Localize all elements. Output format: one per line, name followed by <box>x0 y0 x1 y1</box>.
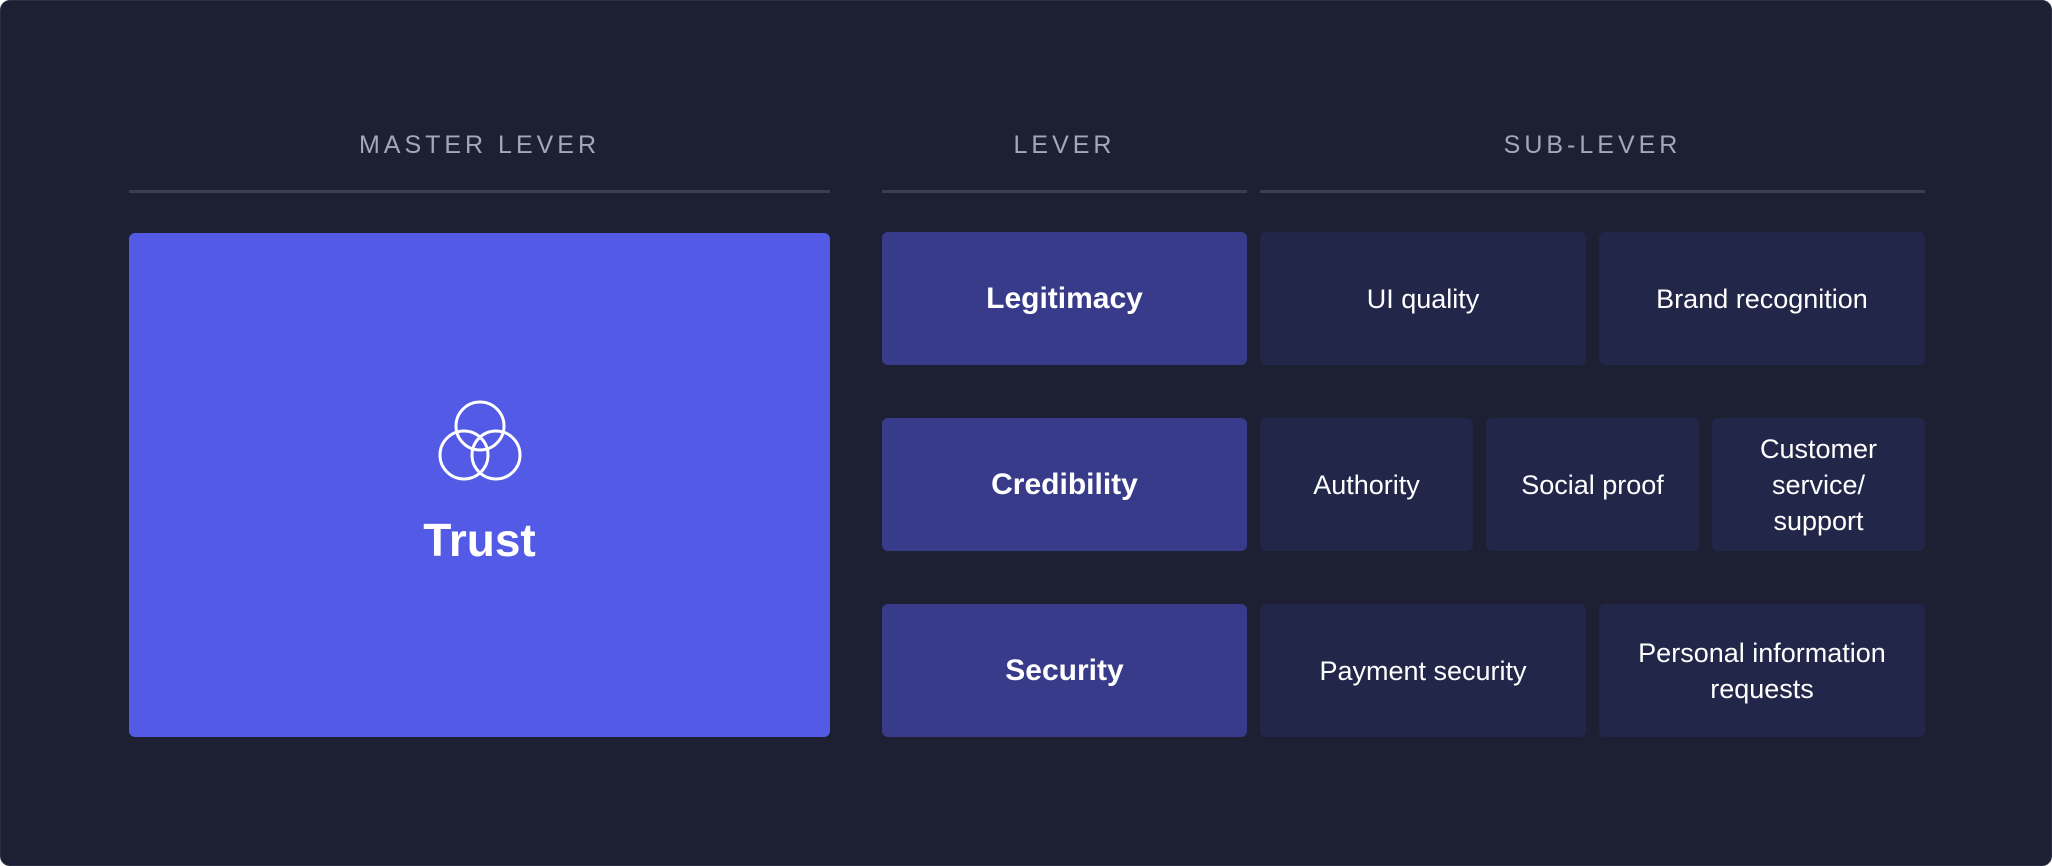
sub-lever-authority: Authority <box>1260 418 1473 551</box>
sub-lever-payment-security: Payment security <box>1260 604 1586 737</box>
lever-credibility: Credibility <box>882 418 1247 551</box>
header-sub-lever: SUB-LEVER <box>1503 131 1682 159</box>
lever-legitimacy: Legitimacy <box>882 232 1247 365</box>
venn-three-circles-icon <box>438 400 522 481</box>
master-lever-label: Trust <box>423 514 536 566</box>
sub-lever-customer-service: Customer service/ support <box>1712 418 1925 551</box>
master-lever-card <box>129 233 830 737</box>
sub-lever-social-proof: Social proof <box>1486 418 1699 551</box>
sub-lever-ui-quality: UI quality <box>1260 232 1586 365</box>
header-divider-master <box>129 190 830 193</box>
header-lever: LEVER <box>1013 131 1116 159</box>
sub-lever-personal-information-requests: Personal information requests <box>1599 604 1925 737</box>
sub-lever-brand-recognition: Brand recognition <box>1599 232 1925 365</box>
header-master-lever: MASTER LEVER <box>358 131 601 159</box>
header-divider-lever <box>882 190 1247 193</box>
header-divider-sub-lever <box>1260 190 1925 193</box>
lever-security: Security <box>882 604 1247 737</box>
